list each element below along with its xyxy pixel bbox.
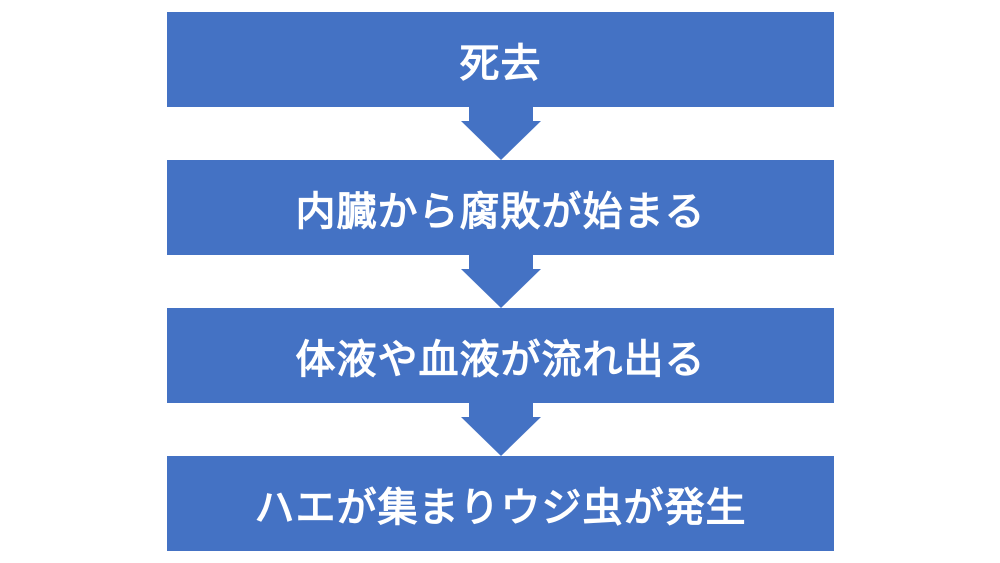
step-label: 死去: [459, 40, 542, 87]
step-box-death: 死去: [167, 12, 834, 107]
step-box-decomposition: 内臓から腐敗が始まる: [167, 160, 834, 255]
down-arrow-icon: [167, 255, 834, 308]
step-box-flies: ハエが集まりウジ虫が発生: [167, 456, 834, 551]
step-box-fluids: 体液や血液が流れ出る: [167, 308, 834, 403]
step-label: 体液や血液が流れ出る: [295, 336, 706, 383]
down-arrow-icon: [167, 403, 834, 456]
flowchart: 死去 内臓から腐敗が始まる 体液や血液が流れ出る ハエが集まりウジ虫が発生: [167, 12, 834, 551]
step-label: ハエが集まりウジ虫が発生: [254, 484, 747, 531]
down-arrow-icon: [167, 107, 834, 160]
step-label: 内臓から腐敗が始まる: [295, 188, 706, 235]
